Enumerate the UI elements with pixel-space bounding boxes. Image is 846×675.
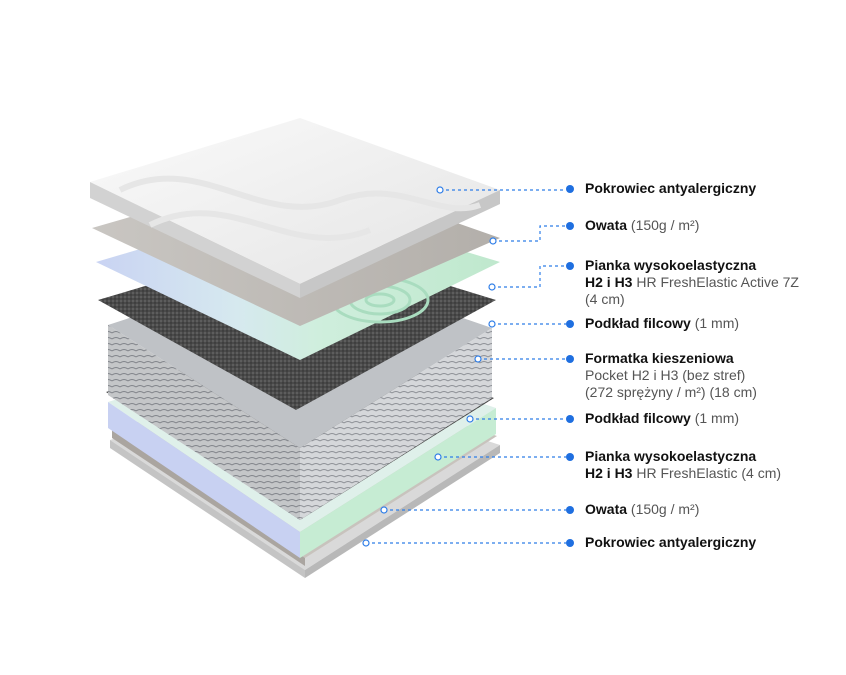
label-title: Podkład filcowy bbox=[585, 410, 691, 426]
label-title: Pokrowiec antyalergiczny bbox=[585, 180, 757, 196]
label-foam-top: Pianka wysokoelastyczna H2 i H3 HR Fresh… bbox=[585, 257, 799, 308]
label-title: Pianka wysokoelastyczna bbox=[585, 448, 757, 464]
label-title: Pianka wysokoelastyczna bbox=[585, 257, 757, 273]
label-detail: (1 mm) bbox=[694, 315, 740, 331]
bullet-foam-top bbox=[566, 262, 574, 270]
leader-cover-top-anchor bbox=[436, 186, 444, 194]
label-title: Podkład filcowy bbox=[585, 315, 691, 331]
bullet-felt-bottom bbox=[566, 415, 574, 423]
label-title: Owata bbox=[585, 217, 628, 233]
label-title: Owata bbox=[585, 501, 628, 517]
leader-wadding-bottom-anchor bbox=[380, 506, 388, 514]
bullet-felt-top bbox=[566, 320, 574, 328]
bullet-cover-bottom bbox=[566, 539, 574, 547]
label-line2-light: HR FreshElastic (4 cm) bbox=[636, 465, 782, 481]
label-felt-bottom: Podkład filcowy (1 mm) bbox=[585, 410, 739, 427]
leader-foam-top bbox=[492, 265, 566, 288]
bullet-wadding-bottom bbox=[566, 506, 574, 514]
bullet-cover-top bbox=[566, 185, 574, 193]
label-title: Pokrowiec antyalergiczny bbox=[585, 534, 757, 550]
bullet-foam-bottom bbox=[566, 453, 574, 461]
label-foam-bottom: Pianka wysokoelastyczna H2 i H3 HR Fresh… bbox=[585, 448, 781, 482]
label-title: Formatka kieszeniowa bbox=[585, 350, 734, 366]
leader-foam-bottom-anchor bbox=[434, 453, 442, 461]
label-detail: (150g / m²) bbox=[630, 501, 700, 517]
label-line3: (4 cm) bbox=[585, 291, 625, 307]
bullet-wadding-top bbox=[566, 222, 574, 230]
label-cover-top: Pokrowiec antyalergiczny bbox=[585, 180, 756, 197]
leader-wadding-top bbox=[493, 225, 566, 242]
label-pocket: Formatka kieszeniowa Pocket H2 i H3 (bez… bbox=[585, 350, 757, 401]
label-wadding-bottom: Owata (150g / m²) bbox=[585, 501, 699, 518]
leader-pocket-anchor bbox=[474, 355, 482, 363]
label-cover-bottom: Pokrowiec antyalergiczny bbox=[585, 534, 756, 551]
top-cover-layer bbox=[90, 118, 500, 298]
bullet-pocket bbox=[566, 355, 574, 363]
leader-cover-bottom-anchor bbox=[362, 539, 370, 547]
label-line2-bold: H2 i H3 bbox=[585, 465, 633, 481]
label-line2-bold: H2 i H3 bbox=[585, 274, 633, 290]
leader-lines bbox=[362, 186, 566, 547]
label-wadding-top: Owata (150g / m²) bbox=[585, 217, 699, 234]
leader-foam-top-anchor bbox=[488, 283, 496, 291]
label-detail: (150g / m²) bbox=[630, 217, 700, 233]
label-line2: Pocket H2 i H3 (bez stref) bbox=[585, 367, 746, 383]
label-detail: (1 mm) bbox=[694, 410, 740, 426]
label-line2-light: HR FreshElastic Active 7Z bbox=[636, 274, 799, 290]
label-line3: (272 sprężyny / m²) (18 cm) bbox=[585, 384, 757, 400]
leader-felt-top-anchor bbox=[488, 320, 496, 328]
label-felt-top: Podkład filcowy (1 mm) bbox=[585, 315, 739, 332]
leader-felt-bottom-anchor bbox=[466, 415, 474, 423]
leader-wadding-top-anchor bbox=[489, 237, 497, 245]
